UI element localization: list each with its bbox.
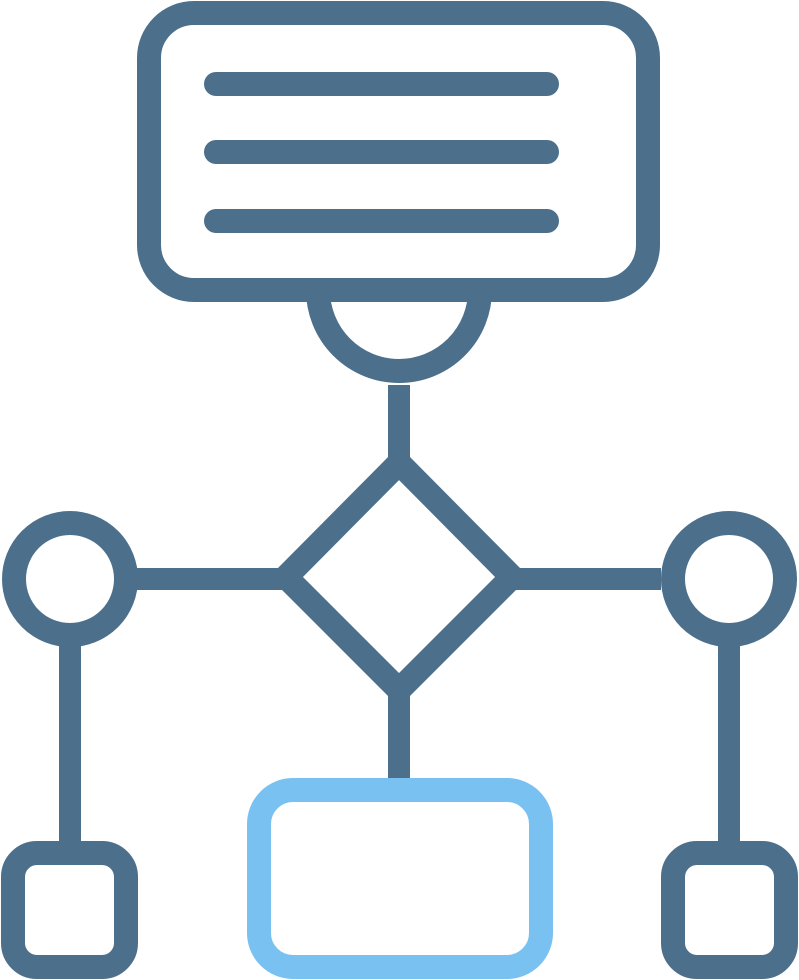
connector-lines [59,385,740,842]
document-text-lines [204,72,559,233]
document-box [137,1,660,302]
process-box [247,778,553,979]
semicircle-connector [306,278,492,383]
left-square-node [1,841,138,979]
right-square-node [661,841,798,979]
left-circle-node [2,511,138,647]
right-circle-node [661,511,797,647]
decision-diamond [274,451,524,702]
